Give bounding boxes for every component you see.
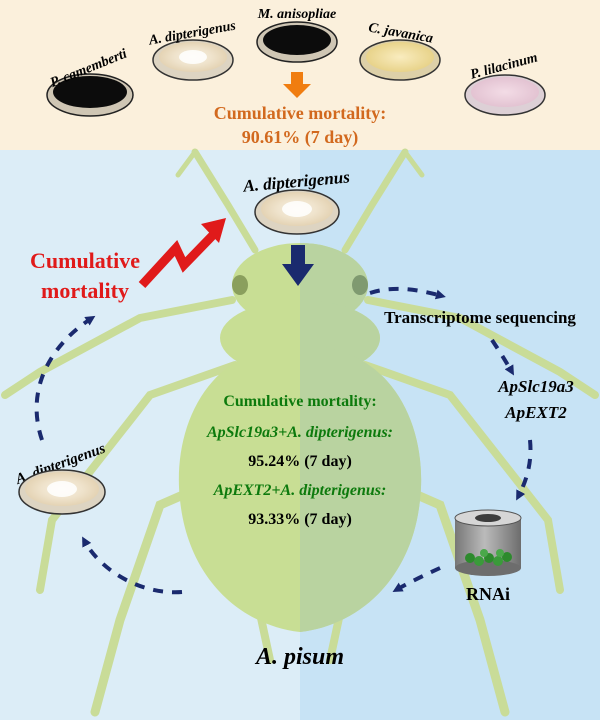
right-dashed-arrow-4 xyxy=(392,566,441,592)
increase-label-line1: Cumulative xyxy=(30,248,140,273)
dish-m-anisopliae: M. anisopliae xyxy=(256,7,338,63)
dish-p-lilacinum: P. lilacinum xyxy=(464,50,546,116)
dish-a-dipterigenus-left xyxy=(18,469,106,515)
combo2-value: 93.33% (7 day) xyxy=(248,511,352,528)
rnai-label: RNAi xyxy=(466,584,510,604)
center-results-title: Cumulative mortality: xyxy=(223,393,376,410)
dish-a-dipterigenus-selected xyxy=(254,189,340,235)
navy-down-arrow xyxy=(282,245,314,286)
right-dashed-arrow-1 xyxy=(369,286,446,300)
combo1-value: 95.24% (7 day) xyxy=(248,453,352,470)
aphid-eye-left xyxy=(232,275,248,295)
gene-label-1: ApSlc19a3 xyxy=(497,377,574,396)
transcriptome-label: Transcriptome sequencing xyxy=(384,308,576,327)
combo2-label: ApEXT2+A. dipterigenus: xyxy=(213,482,387,499)
rnai-vial-icon xyxy=(454,509,522,576)
increase-label-line2: mortality xyxy=(41,278,129,303)
left-dashed-arrow-bottom xyxy=(82,536,183,595)
right-dashed-arrow-3 xyxy=(516,439,533,501)
species-label: A. pisum xyxy=(254,644,344,670)
gene-label-2: ApEXT2 xyxy=(504,403,567,422)
screening-title: Cumulative mortality: xyxy=(214,103,386,123)
combo1-label: ApSlc19a3+A. dipterigenus: xyxy=(206,424,393,441)
red-increase-arrow xyxy=(138,230,218,289)
aphid-eye-right xyxy=(352,275,368,295)
aphid-body xyxy=(178,243,422,632)
orange-down-arrow xyxy=(283,72,311,98)
screening-value: 90.61% (7 day) xyxy=(242,127,359,148)
dish-label: M. anisopliae xyxy=(257,7,337,22)
right-dashed-arrow-2 xyxy=(490,338,515,376)
